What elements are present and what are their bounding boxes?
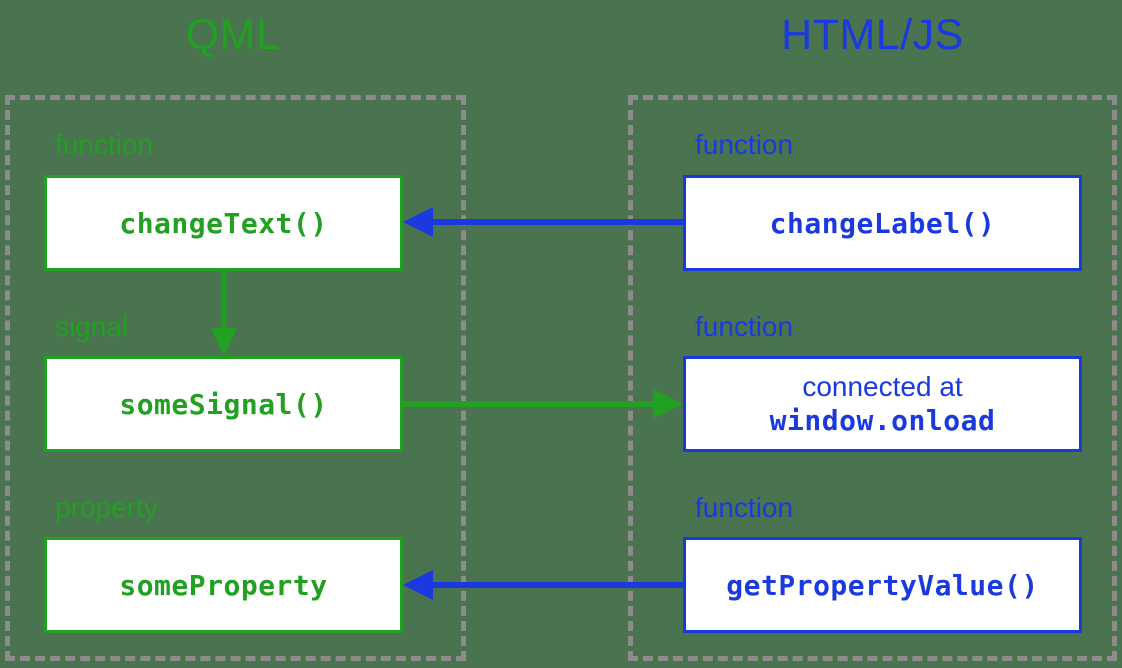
qml-group-panel bbox=[5, 95, 466, 661]
label-qml-function: function bbox=[55, 129, 154, 160]
label-qml-property: property bbox=[55, 492, 158, 523]
column-title-qml: QML bbox=[185, 11, 281, 59]
box-connected-at-onload[interactable]: connected at window.onload bbox=[683, 356, 1082, 452]
box-some-property-label: someProperty bbox=[119, 568, 328, 602]
label-js-function-3: function bbox=[695, 492, 794, 523]
box-get-property-value-label: getPropertyValue() bbox=[726, 568, 1039, 602]
box-change-label[interactable]: changeLabel() bbox=[683, 175, 1082, 271]
box-change-label-label: changeLabel() bbox=[769, 206, 996, 240]
box-change-text-label: changeText() bbox=[119, 206, 328, 240]
html-group-panel bbox=[628, 95, 1117, 661]
box-change-text[interactable]: changeText() bbox=[44, 175, 403, 271]
box-some-signal[interactable]: someSignal() bbox=[44, 356, 403, 452]
label-qml-signal: signal bbox=[55, 311, 129, 342]
box-connected-at-line1: connected at bbox=[802, 371, 963, 403]
box-get-property-value[interactable]: getPropertyValue() bbox=[683, 537, 1082, 633]
box-some-signal-label: someSignal() bbox=[119, 387, 328, 421]
label-js-function-2: function bbox=[695, 311, 794, 342]
label-js-function-1: function bbox=[695, 129, 794, 160]
column-title-html: HTML/JS bbox=[781, 11, 964, 59]
box-window-onload-line2: window.onload bbox=[769, 404, 996, 437]
box-some-property[interactable]: someProperty bbox=[44, 537, 403, 633]
